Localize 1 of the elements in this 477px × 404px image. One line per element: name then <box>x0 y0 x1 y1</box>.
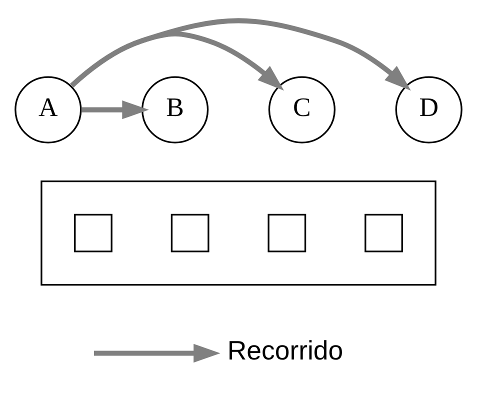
legend-label: Recorrido <box>227 336 344 366</box>
